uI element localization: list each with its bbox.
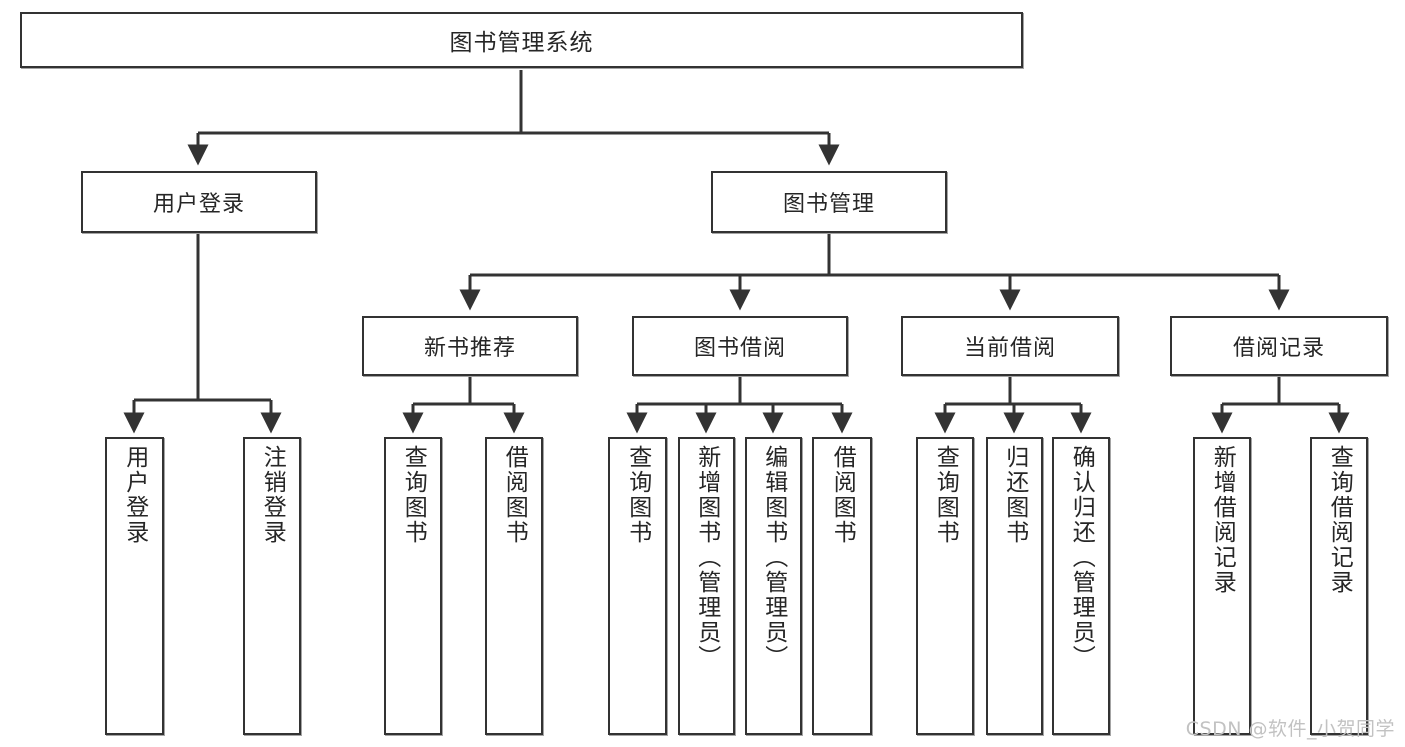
node-leaf-user-logout[interactable]: 注销登录 [243, 437, 301, 735]
node-label: 图书管理系统 [449, 30, 594, 56]
node-label: 确认归还（管理员） [1068, 445, 1095, 670]
node-leaf-current-return[interactable]: 归还图书 [986, 437, 1043, 735]
node-user-login[interactable]: 用户登录 [81, 171, 317, 233]
node-leaf-borrow-add[interactable]: 新增图书（管理员） [678, 437, 735, 735]
node-root[interactable]: 图书管理系统 [20, 12, 1023, 68]
node-new-book-rec[interactable]: 新书推荐 [362, 316, 578, 376]
node-leaf-borrow-query[interactable]: 查询图书 [608, 437, 667, 735]
node-leaf-rec-query[interactable]: 查询图书 [384, 437, 442, 735]
node-label: 注销登录 [259, 445, 286, 545]
node-book-manage[interactable]: 图书管理 [711, 171, 947, 233]
node-label: 借阅图书 [501, 445, 528, 545]
node-leaf-current-query[interactable]: 查询图书 [916, 437, 974, 735]
node-label: 归还图书 [1001, 445, 1028, 545]
node-label: 查询图书 [400, 445, 427, 545]
node-borrow-record[interactable]: 借阅记录 [1170, 316, 1388, 376]
node-leaf-rec-borrow[interactable]: 借阅图书 [485, 437, 543, 735]
node-label: 查询借阅记录 [1326, 445, 1353, 595]
node-label: 新书推荐 [423, 336, 516, 361]
node-label: 新增借阅记录 [1209, 445, 1236, 595]
node-label: 查询图书 [624, 445, 651, 545]
node-book-borrow[interactable]: 图书借阅 [632, 316, 848, 376]
node-leaf-record-query[interactable]: 查询借阅记录 [1310, 437, 1368, 735]
node-label: 用户登录 [121, 445, 148, 545]
node-leaf-borrow-lend[interactable]: 借阅图书 [812, 437, 872, 735]
node-label: 图书借阅 [693, 336, 786, 361]
node-label: 用户登录 [152, 192, 245, 217]
node-label: 图书管理 [782, 192, 875, 217]
node-current-borrow[interactable]: 当前借阅 [901, 316, 1119, 376]
node-label: 当前借阅 [963, 336, 1056, 361]
node-label: 借阅图书 [829, 445, 856, 545]
node-leaf-user-login[interactable]: 用户登录 [105, 437, 164, 735]
node-label: 查询图书 [932, 445, 959, 545]
node-label: 新增图书（管理员） [693, 445, 720, 670]
node-label: 编辑图书（管理员） [760, 445, 787, 670]
node-leaf-borrow-edit[interactable]: 编辑图书（管理员） [745, 437, 802, 735]
node-label: 借阅记录 [1232, 336, 1325, 361]
node-leaf-record-add[interactable]: 新增借阅记录 [1193, 437, 1251, 735]
node-leaf-current-confirm[interactable]: 确认归还（管理员） [1052, 437, 1110, 735]
